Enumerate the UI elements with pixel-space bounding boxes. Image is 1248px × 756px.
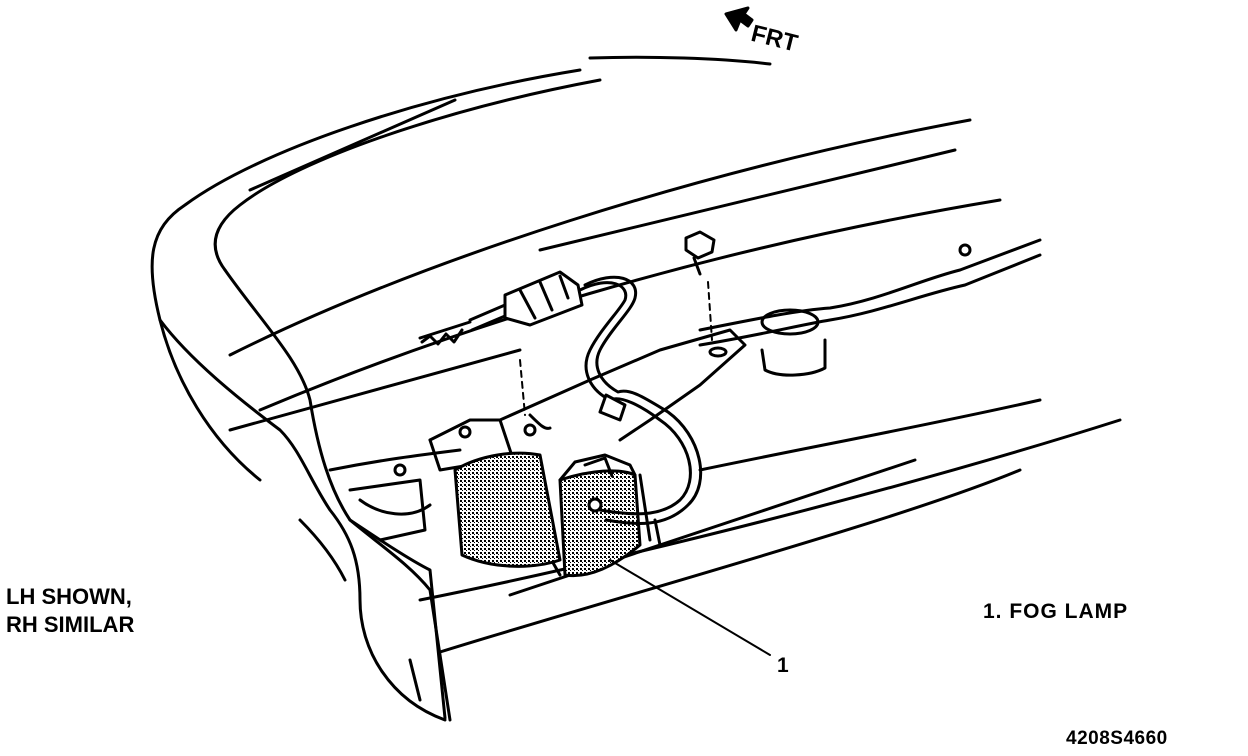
mounting-rail xyxy=(698,238,1042,332)
figure-number: 4208S4660 xyxy=(1066,728,1168,749)
fog-lamp-lens xyxy=(558,469,642,578)
bumper-face-line-3 xyxy=(228,348,522,432)
front-arrow-icon xyxy=(724,6,754,32)
callout-number: 1 xyxy=(777,654,789,677)
legend-item-fog-lamp: 1. FOG LAMP xyxy=(983,600,1129,623)
orientation-note-line-2: RH SIMILAR xyxy=(6,612,135,637)
bumper-corner xyxy=(223,268,452,722)
bumper-top-inner xyxy=(213,78,602,272)
orientation-note: LH SHOWN, RH SIMILAR xyxy=(6,583,134,639)
mounting-bolt xyxy=(684,230,728,358)
orientation-note-line-1: LH SHOWN, xyxy=(6,584,132,609)
fog-lamp-housing-back xyxy=(453,451,562,568)
callout-leader xyxy=(609,559,771,656)
bumper-top-edge xyxy=(150,68,582,482)
electrical-connector xyxy=(418,270,584,346)
bumper-face-line-2 xyxy=(258,198,1002,412)
bumper-face-line-1 xyxy=(228,118,972,357)
bumper-lower-lip xyxy=(418,418,1122,602)
